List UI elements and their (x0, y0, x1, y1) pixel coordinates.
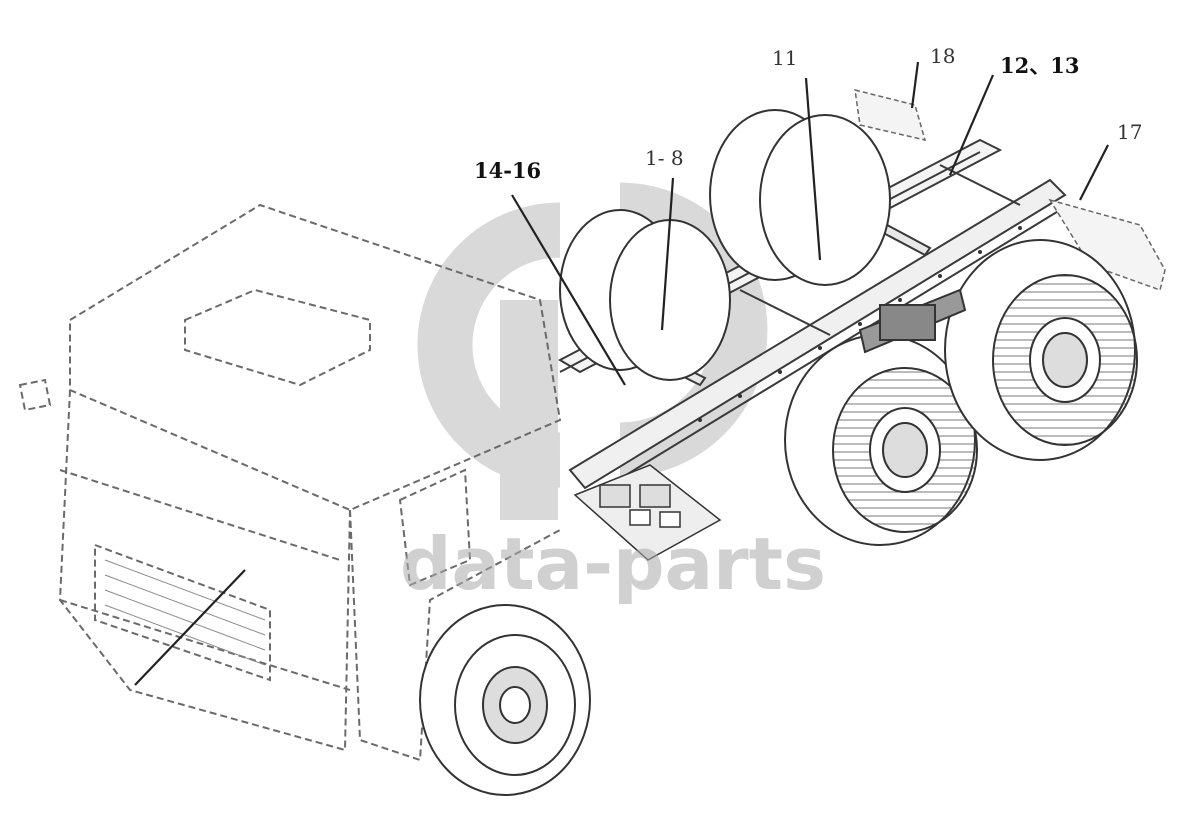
rear-bracket-left (854, 89, 927, 142)
cab-grille (104, 559, 266, 666)
leader-line-11 (804, 77, 822, 261)
leader-line-cab (134, 569, 246, 686)
leader-lines (134, 61, 1109, 686)
leader-line-17 (1079, 144, 1109, 201)
rear-axle (858, 288, 967, 354)
truck-cab (18, 203, 562, 762)
leader-line-12-13 (948, 74, 995, 176)
watermark-text: data-parts (400, 522, 826, 606)
callout-label-12-13: 12、13 (1000, 53, 1080, 78)
callout-label-17: 17 (1117, 120, 1143, 144)
callout-label-11: 11 (772, 46, 798, 70)
callout-label-1-8: 1- 8 (645, 146, 684, 170)
front-tire (419, 604, 591, 796)
leader-line-1-8 (660, 177, 675, 331)
rear-tires (559, 109, 1138, 546)
callout-label-18: 18 (930, 44, 956, 68)
callout-label-14-16: 14-16 (474, 158, 542, 183)
battery-box (573, 464, 722, 561)
leader-line-14-16 (511, 194, 626, 386)
leader-line-18 (910, 61, 920, 109)
